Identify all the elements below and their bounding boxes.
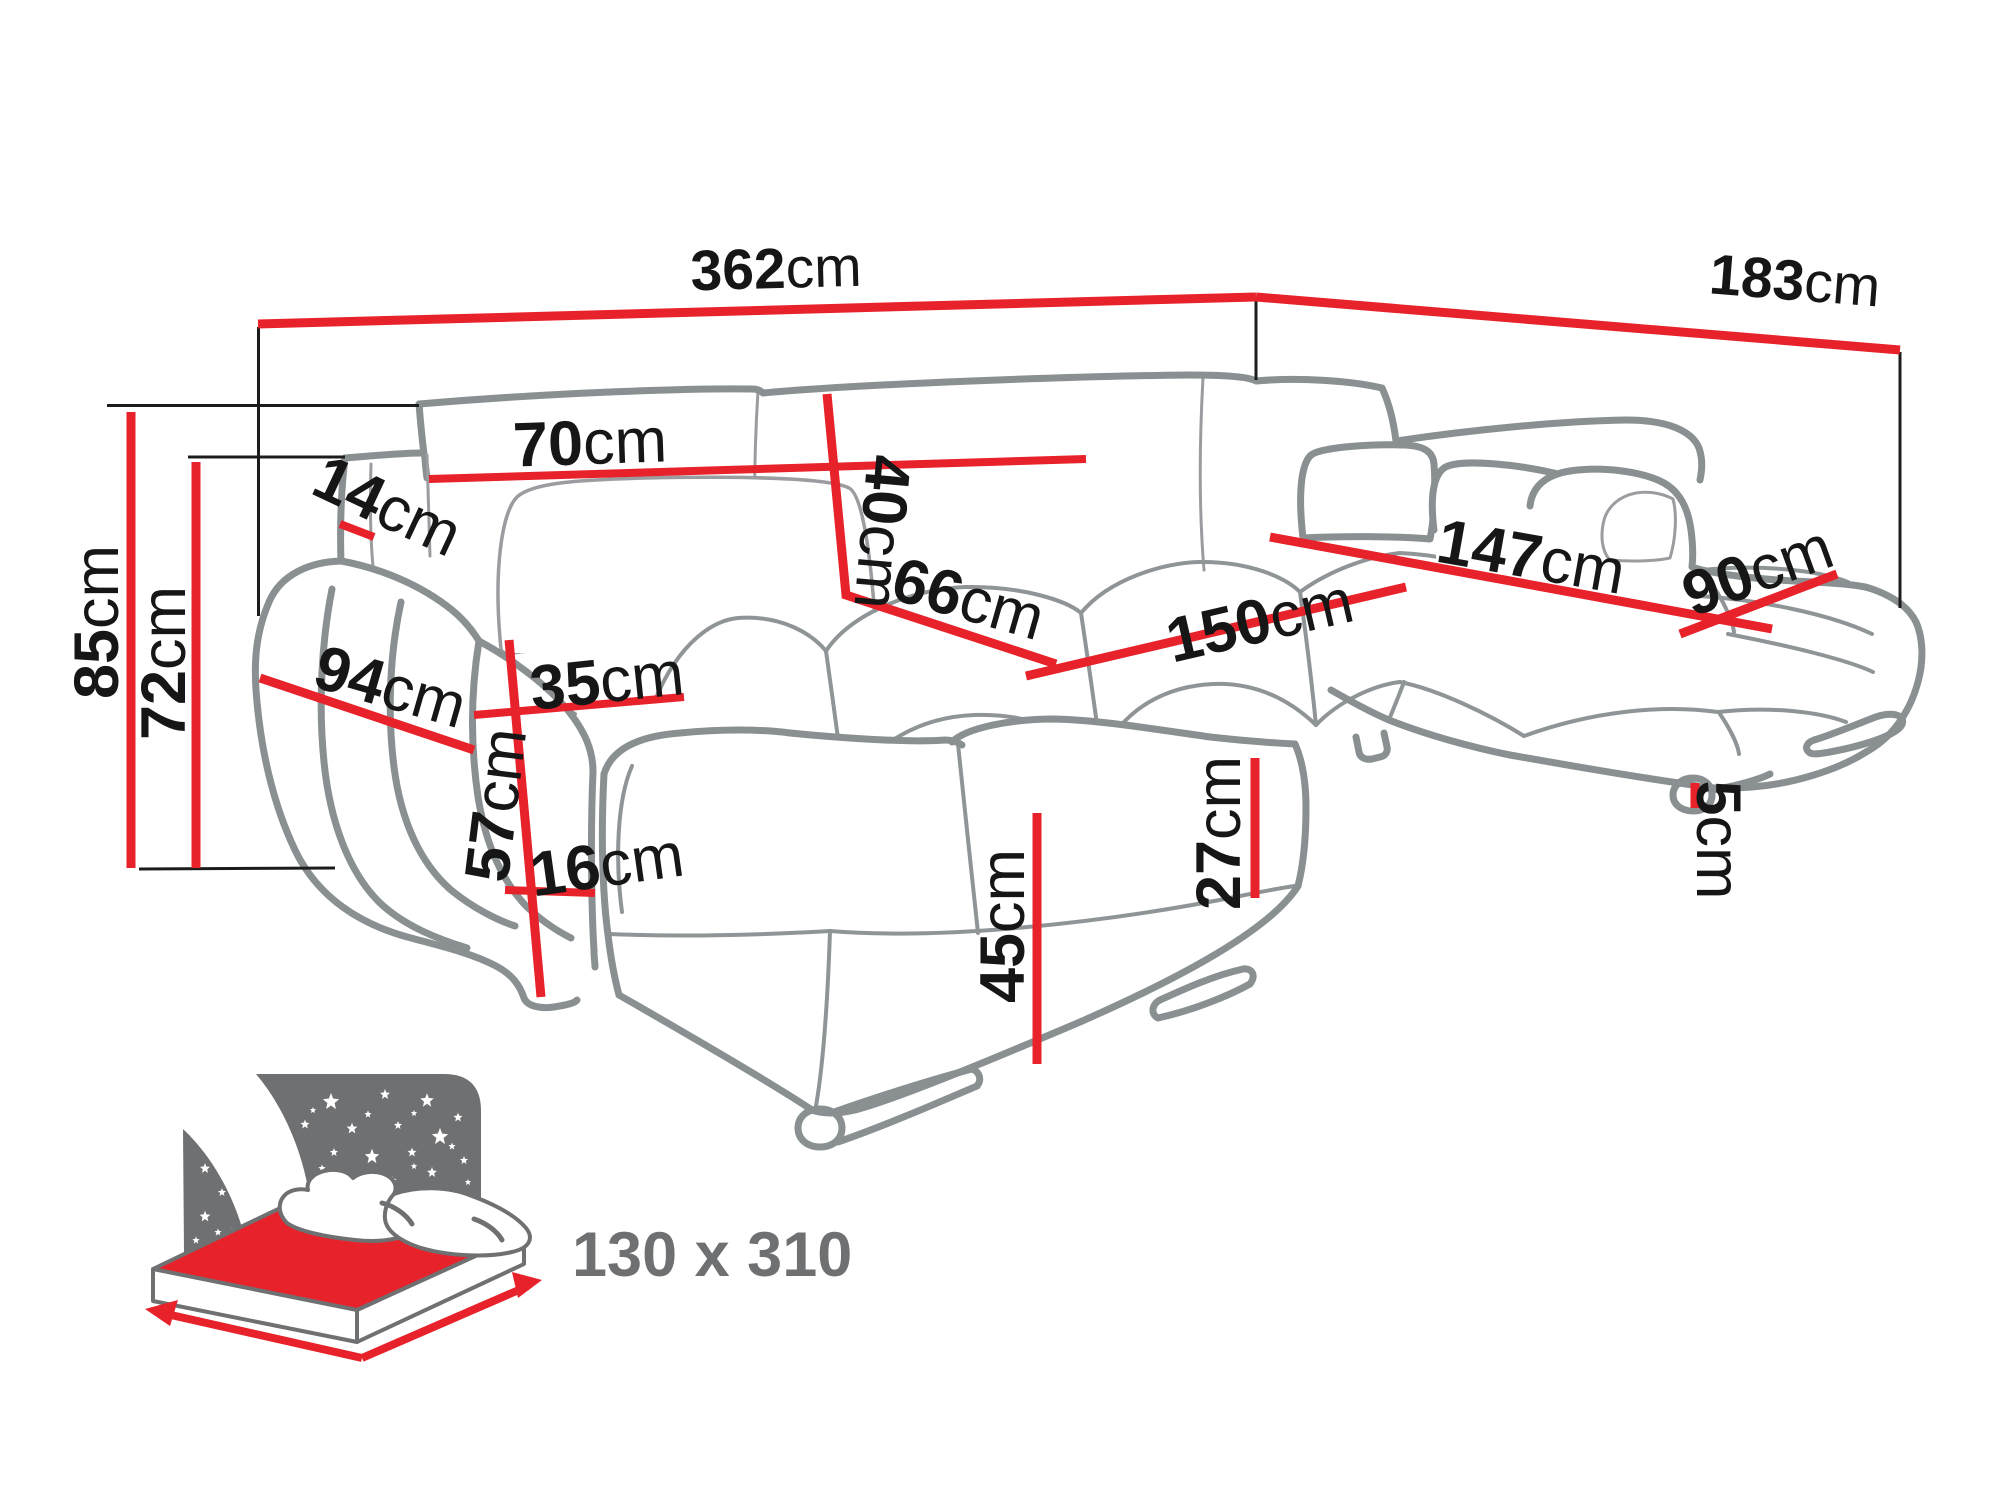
svg-text:183cm: 183cm <box>1707 242 1883 319</box>
svg-text:147cm: 147cm <box>1432 506 1630 608</box>
svg-text:362cm: 362cm <box>690 235 863 303</box>
svg-text:35cm: 35cm <box>527 638 688 724</box>
svg-text:70cm: 70cm <box>512 405 668 480</box>
svg-text:72cm: 72cm <box>129 586 199 740</box>
svg-text:45cm: 45cm <box>968 849 1038 1003</box>
svg-text:5cm: 5cm <box>1683 780 1753 899</box>
svg-text:27cm: 27cm <box>1184 756 1254 910</box>
svg-text:85cm: 85cm <box>62 545 132 699</box>
svg-text:57cm: 57cm <box>452 724 540 885</box>
svg-text:130 x 310: 130 x 310 <box>572 1220 852 1290</box>
svg-text:16cm: 16cm <box>526 820 688 911</box>
svg-text:40cm: 40cm <box>840 452 923 612</box>
